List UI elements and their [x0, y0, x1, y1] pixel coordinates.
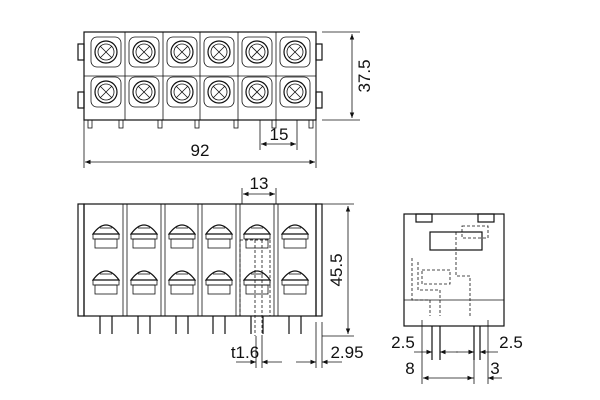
top-view-left-tab-upper: [77, 43, 85, 61]
dim-side-left-big-label: 8: [405, 359, 414, 378]
dim-height-front-label: 45.5: [327, 253, 346, 286]
cross-recess-screw-icon: [128, 76, 160, 108]
front-screw-head-icon: [129, 224, 159, 249]
dim-thickness-label: t1.6: [231, 343, 259, 362]
front-screw-head-icon: [280, 270, 310, 295]
front-view: [77, 203, 323, 336]
front-screw-head-icon: [204, 224, 234, 249]
cross-recess-screw-icon: [166, 36, 198, 68]
dim-pin-offset-label: 2.95: [330, 343, 363, 362]
dim-pitch-front: 13: [241, 174, 277, 204]
front-screw-head-icon: [280, 224, 310, 249]
top-pin: [233, 119, 239, 129]
top-pin-group: [87, 119, 314, 129]
dim-height-top-label: 37.5: [355, 59, 374, 92]
front-screw-head-icon: [167, 270, 197, 295]
cross-recess-screw-icon: [241, 76, 273, 108]
dim-pitch: 15: [259, 120, 298, 150]
top-pin: [308, 119, 314, 129]
top-screw-group: [90, 32, 311, 120]
front-screw-head-icon: [167, 224, 197, 249]
dim-side-right-small-label: 2.5: [499, 333, 523, 352]
dim-thickness: t1.6: [231, 336, 282, 368]
top-pin: [194, 119, 200, 129]
cross-recess-screw-icon: [279, 76, 311, 108]
front-screw-head-icon: [129, 270, 159, 295]
cross-recess-screw-icon: [279, 36, 311, 68]
front-view-outline: [83, 203, 317, 317]
dim-total-width-label: 92: [191, 141, 210, 160]
front-view-right-flange: [315, 203, 323, 317]
top-view: [77, 31, 323, 129]
dim-pin-offset: 2.95: [296, 322, 364, 368]
top-pin: [271, 119, 277, 129]
cross-recess-screw-icon: [166, 76, 198, 108]
front-view-left-flange: [77, 203, 85, 317]
top-pin: [157, 119, 163, 129]
front-screw-head-icon: [204, 270, 234, 295]
cross-recess-screw-icon: [90, 76, 122, 108]
side-view-outline: [403, 213, 505, 327]
top-view-right-tab-upper: [315, 43, 323, 61]
top-pin: [118, 119, 124, 129]
dim-side-left-big: 8: [405, 336, 475, 384]
dim-side-right-big-label: 3: [490, 359, 499, 378]
dim-height-top: 37.5: [322, 31, 374, 121]
cross-recess-screw-icon: [203, 36, 235, 68]
dim-pitch-label: 15: [270, 125, 289, 144]
cross-recess-screw-icon: [241, 36, 273, 68]
dim-side-right-small: 2.5: [456, 333, 523, 355]
dim-pitch-front-label: 13: [250, 174, 269, 193]
cross-recess-screw-icon: [203, 76, 235, 108]
dim-side-left-small: 2.5: [391, 333, 458, 355]
front-cell-group: [91, 204, 310, 334]
front-screw-head-icon: [91, 270, 121, 295]
front-screw-head-icon: [91, 224, 121, 249]
dim-side-right-big: 3: [468, 336, 502, 384]
side-view: [403, 213, 505, 360]
cross-recess-screw-icon: [90, 36, 122, 68]
dim-total-width: 92: [83, 120, 317, 168]
dim-side-left-small-label: 2.5: [391, 333, 415, 352]
top-pin: [87, 119, 93, 129]
side-view-notch-right: [477, 213, 495, 223]
side-view-notch-left: [415, 213, 433, 223]
top-view-left-tab-lower: [77, 91, 85, 109]
top-view-right-tab-lower: [315, 91, 323, 109]
front-screw-head-icon: [242, 224, 272, 249]
cross-recess-screw-icon: [128, 36, 160, 68]
front-screw-head-icon: [242, 270, 272, 295]
dim-height-front: 45.5: [322, 203, 354, 337]
